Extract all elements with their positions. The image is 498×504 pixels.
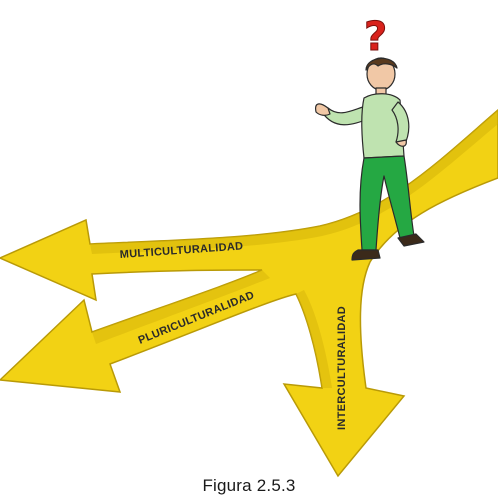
question-mark-icon: ? — [364, 14, 388, 61]
svg-text:?: ? — [364, 14, 387, 60]
road-shade-middle — [92, 270, 270, 344]
walking-man-icon — [315, 57, 425, 261]
road-shade-top — [90, 110, 498, 254]
interculturalidad-label: INTERCULTURALIDAD — [336, 306, 348, 430]
road-shade-down — [296, 290, 332, 388]
figure-caption: Figura 2.5.3 — [202, 476, 296, 495]
